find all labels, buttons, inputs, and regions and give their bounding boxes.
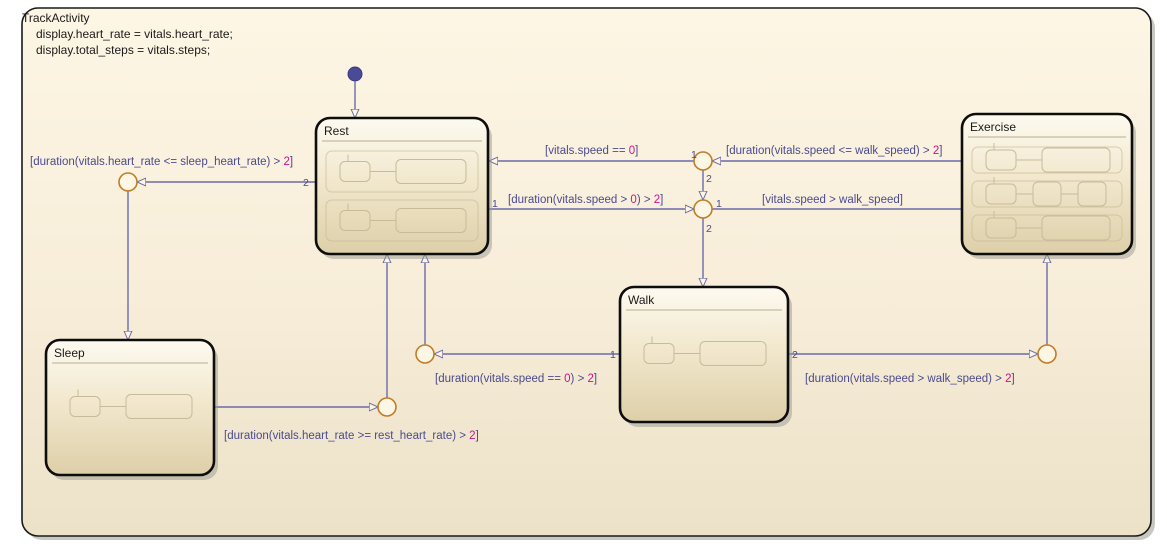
substate-box <box>395 208 467 233</box>
substate-box <box>1077 181 1107 207</box>
state-rest[interactable]: Rest <box>314 116 492 259</box>
substate-frame <box>325 199 479 242</box>
substate-box <box>125 394 193 419</box>
substate-box <box>1041 215 1111 241</box>
transition-labels-layer: [vitals.speed == 0] 1 [duration(vitals.spe… <box>30 145 1015 442</box>
transition-label-t-sleep-to-rest-guard: [duration(vitals.heart_rate >= rest_hear… <box>224 430 479 442</box>
transition-priority-t-mid-junction-to-walk-priority: 2 <box>706 223 712 235</box>
state-label: Exercise <box>970 120 1016 134</box>
substate-row <box>325 199 479 242</box>
substate-row <box>643 336 767 366</box>
substate-row <box>971 177 1123 208</box>
substate-row <box>69 389 193 419</box>
canvas-background <box>21 7 1152 537</box>
junction-j-rest-left[interactable] <box>377 397 397 417</box>
substate-row <box>971 211 1123 242</box>
junction-j-rest-mid[interactable] <box>415 344 435 364</box>
substate-frame <box>971 146 1123 174</box>
transition-label-t-exercise-to-top-junction: [duration(vitals.speed <= walk_speed) > … <box>726 145 942 157</box>
transition-priority-t-mid-junction-down-priority: 2 <box>706 173 712 185</box>
state-body[interactable] <box>618 285 790 424</box>
default-transition-node[interactable] <box>347 66 363 82</box>
state-walk[interactable]: Walk <box>618 285 792 427</box>
junction-j-sleep-entry[interactable] <box>118 172 138 192</box>
substate-frame <box>971 180 1123 208</box>
substate-box <box>699 341 767 366</box>
transition-label-t-rest-from-top-junction: [vitals.speed == 0] <box>545 145 638 157</box>
state-body[interactable] <box>960 112 1134 256</box>
substate-row <box>325 150 479 193</box>
default-transition[interactable] <box>347 66 363 118</box>
transition-label-t-mid-junction-to-exercise: [vitals.speed > walk_speed] <box>762 194 903 206</box>
transition-priority-t-sleep-entry-guard: 2 <box>303 177 309 189</box>
transition-priority-t-walk-to-rest-guard: 1 <box>610 349 616 361</box>
junction-j-right[interactable] <box>1037 344 1057 364</box>
state-exercise[interactable]: Exercise <box>960 112 1136 259</box>
chart-header: TrackActivity display.heart_rate = vital… <box>22 11 233 57</box>
transition-priority-t-walk-to-exercise-guard: 2 <box>792 349 798 361</box>
state-body[interactable] <box>44 338 216 477</box>
junctions-layer <box>118 151 1057 417</box>
transition-priority-t-mid-junction-to-exercise: 1 <box>716 198 722 210</box>
state-body[interactable] <box>314 116 490 256</box>
junction-j-top[interactable] <box>693 151 713 171</box>
transition-label-t-sleep-entry-guard: [duration(vitals.heart_rate <= sleep_hea… <box>30 156 293 168</box>
transition-label-t-walk-to-exercise-guard: [duration(vitals.speed > walk_speed) > 2… <box>805 373 1015 385</box>
substate-box <box>1041 147 1111 173</box>
junction-j-mid[interactable] <box>693 199 713 219</box>
transition-label-t-rest-to-mid-junction: [duration(vitals.speed > 0) > 2] <box>508 194 663 206</box>
transition-priority-t-rest-to-mid-junction: 1 <box>492 198 498 210</box>
substate-frame <box>971 214 1123 242</box>
transition-priority-t-rest-from-top-junction: 1 <box>691 149 697 161</box>
state-label: Rest <box>324 124 349 138</box>
state-label: Sleep <box>54 346 85 360</box>
substate-row <box>971 143 1123 174</box>
state-sleep[interactable]: Sleep <box>44 338 218 480</box>
chart-name: TrackActivity <box>22 11 90 25</box>
substate-frame <box>325 150 479 193</box>
substate-box <box>395 159 467 184</box>
state-label: Walk <box>628 293 655 307</box>
transition-label-t-walk-to-rest-guard: [duration(vitals.speed == 0) > 2] <box>435 373 597 385</box>
chart-action-line-2: display.total_steps = vitals.steps; <box>36 43 210 57</box>
chart-action-line-1: display.heart_rate = vitals.heart_rate; <box>36 27 233 41</box>
transition-edges <box>128 161 1132 407</box>
